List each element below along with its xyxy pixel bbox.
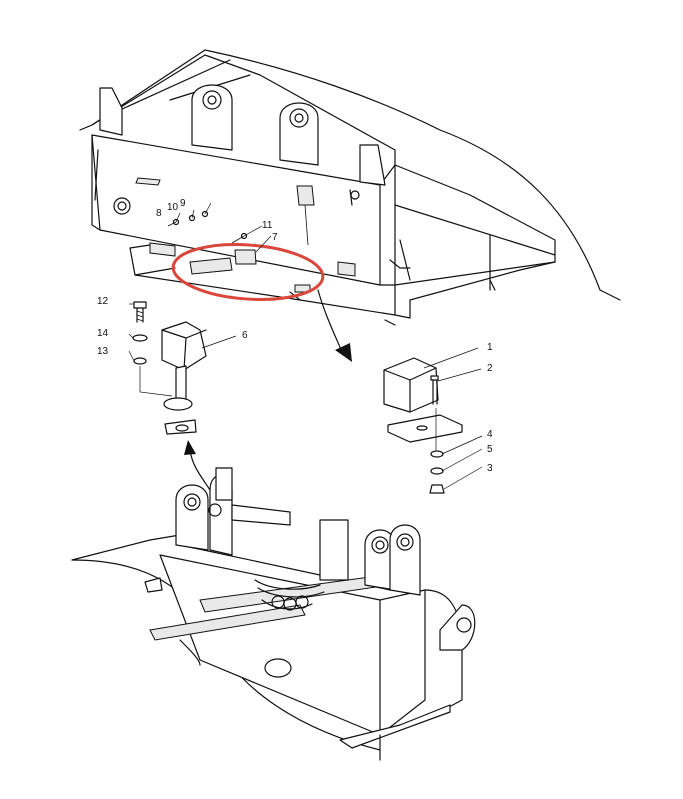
callout-numbers: 1 2 3 4 5 6 7 8 9 10 11 12 13 14 bbox=[97, 198, 493, 474]
callout-3: 3 bbox=[487, 463, 493, 474]
lower-front-frame bbox=[71, 467, 476, 761]
arrow-from-lower-frame bbox=[184, 440, 211, 491]
callout-12: 12 bbox=[97, 296, 109, 307]
callout-2: 2 bbox=[487, 363, 493, 374]
callout-11: 11 bbox=[262, 220, 273, 231]
arrow-to-bracket bbox=[317, 289, 352, 362]
highlight-ellipse bbox=[171, 243, 325, 301]
upper-rear-frame bbox=[79, 49, 621, 326]
callout-8: 8 bbox=[156, 208, 162, 219]
callout-7: 7 bbox=[272, 232, 278, 243]
callout-10: 10 bbox=[167, 202, 179, 213]
callout-6: 6 bbox=[242, 330, 248, 341]
bracket-part-1 bbox=[383, 357, 463, 494]
callout-1: 1 bbox=[487, 342, 493, 353]
callout-14: 14 bbox=[97, 328, 109, 339]
callout-9: 9 bbox=[180, 198, 186, 209]
callout-4: 4 bbox=[487, 429, 493, 440]
leader-lines bbox=[128, 202, 483, 490]
fasteners-12-14-13 bbox=[132, 301, 173, 397]
callout-5: 5 bbox=[487, 444, 493, 455]
stop-block-part-6 bbox=[161, 321, 207, 435]
callout-13: 13 bbox=[97, 346, 109, 357]
